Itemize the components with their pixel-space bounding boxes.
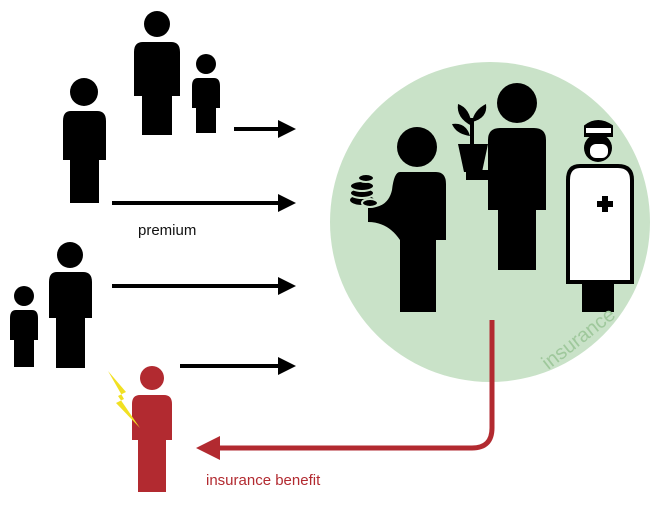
- premium-arrows: [112, 120, 296, 375]
- plant-pot-icon: [452, 104, 488, 172]
- family-bottom: [10, 242, 92, 368]
- nurse-icon: [566, 120, 634, 312]
- benefit-arrow: [196, 320, 495, 460]
- insurance-benefit-label: insurance benefit: [206, 472, 321, 489]
- coins-icon: [349, 173, 379, 208]
- pool-person-coins: [368, 127, 446, 312]
- adult-left: [63, 78, 106, 203]
- family-top: [134, 11, 220, 135]
- premium-label: premium: [138, 222, 197, 239]
- pool-person-plant: [466, 83, 546, 270]
- claimant-person: [132, 366, 172, 492]
